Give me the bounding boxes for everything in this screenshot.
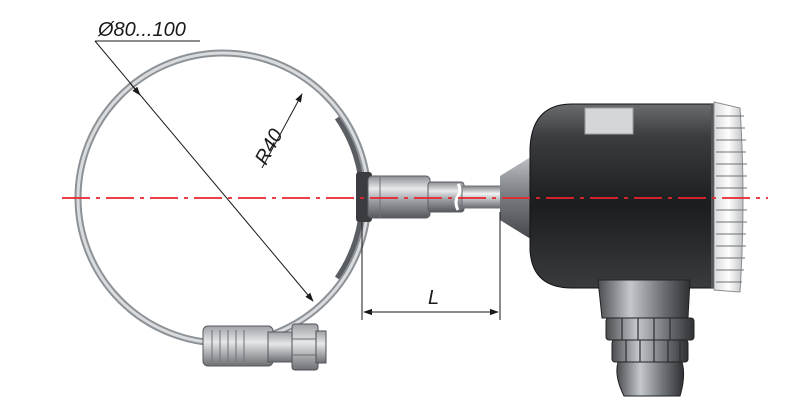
radius-label: R40	[251, 126, 288, 169]
label-plate	[584, 107, 634, 135]
pipe-clamp	[74, 49, 372, 371]
diameter-dimension: Ø80...100	[94, 19, 314, 302]
cable-gland	[605, 317, 695, 397]
clamp-buckle	[202, 325, 274, 367]
length-label: L	[428, 287, 439, 309]
probe-assembly	[356, 172, 523, 222]
connection-head	[500, 101, 747, 397]
diameter-label: Ø80...100	[97, 19, 186, 41]
radius-dimension: R40	[251, 93, 303, 169]
probe-nut	[367, 175, 431, 219]
break-mark	[454, 183, 462, 211]
length-dimension: L	[361, 212, 501, 320]
clamp-screw	[267, 323, 327, 371]
cable-outlet	[597, 279, 691, 319]
cover-cap	[713, 101, 747, 293]
